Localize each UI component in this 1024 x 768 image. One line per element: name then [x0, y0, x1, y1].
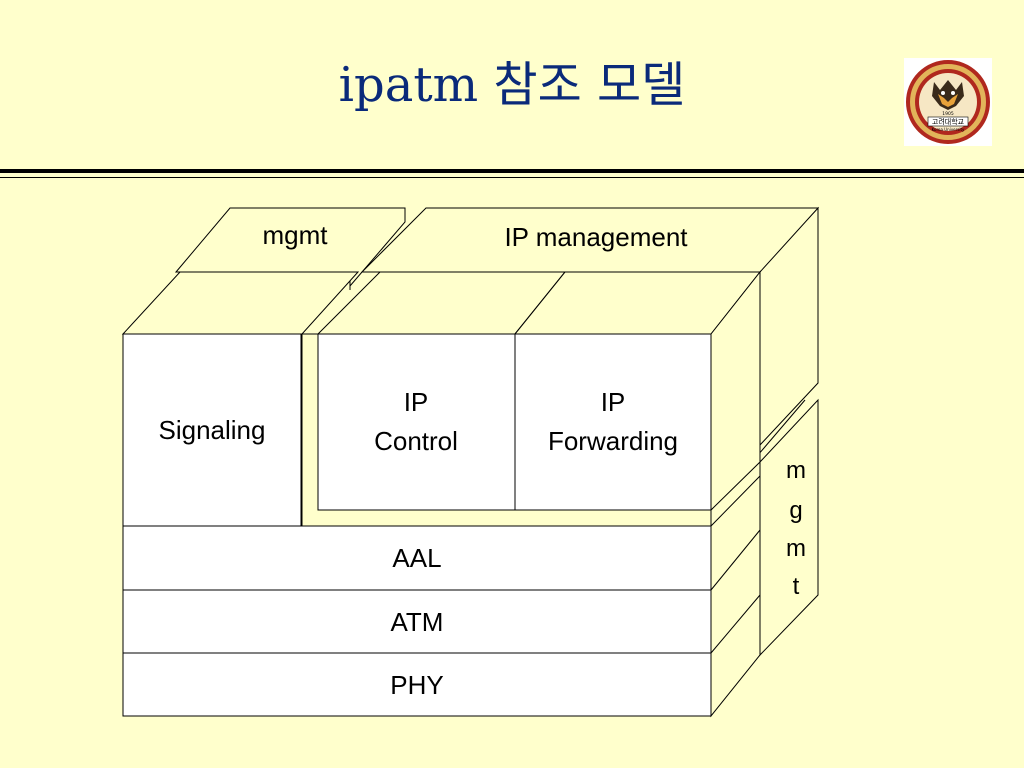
logo-korean-name: 고려대학교	[932, 117, 965, 126]
aal-layer-box	[122, 525, 712, 591]
signaling-top-face	[121, 271, 360, 335]
logo-name-plate	[927, 116, 969, 127]
side-mgmt-letter-m2: m	[786, 535, 806, 562]
side-mgmt-letter-m: m	[786, 457, 806, 484]
ip-forwarding-label-line1: IP	[601, 387, 626, 417]
atm-layer-box	[122, 589, 712, 654]
ip-management-label: IP management	[504, 222, 688, 252]
ip-control-label-line1: IP	[404, 387, 429, 417]
signaling-box	[122, 333, 302, 527]
aal-label: AAL	[392, 543, 441, 573]
title-rule-thick	[0, 169, 1024, 173]
side-mgmt-face	[759, 398, 819, 657]
logo-english-name: Korea University	[932, 127, 965, 132]
ip-control-label-line2: Control	[374, 426, 458, 456]
top-mgmt-label: mgmt	[263, 220, 329, 250]
atm-right-edge	[710, 594, 761, 654]
side-mgmt-letter-t: t	[793, 573, 800, 600]
side-mgmt-letter-g: g	[789, 497, 802, 524]
signaling-label: Signaling	[159, 415, 266, 445]
atm-label: ATM	[391, 607, 444, 637]
logo-year-text: 1905	[942, 111, 954, 117]
phy-label: PHY	[390, 670, 443, 700]
aal-right-edge	[710, 529, 761, 591]
ip-control-box	[317, 333, 516, 511]
ip-forwarding-box	[514, 333, 712, 511]
layer-stack-right-face	[710, 474, 761, 718]
tiger-head-icon	[932, 80, 964, 110]
slide-title: ipatm 참조 모델	[338, 57, 686, 113]
university-logo: 1905 고려대학교 Korea University	[904, 58, 992, 146]
title-rule-thin	[0, 177, 1024, 178]
ip-forwarding-label-line2: Forwarding	[548, 426, 678, 456]
phy-layer-box	[122, 652, 712, 717]
